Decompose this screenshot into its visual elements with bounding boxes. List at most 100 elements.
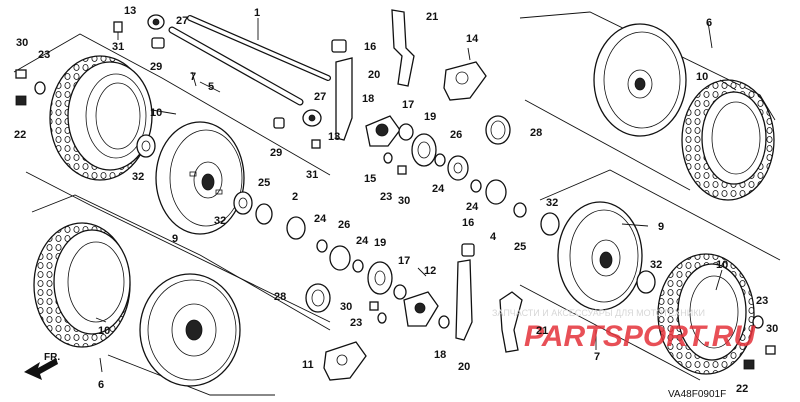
callout-30: 30	[766, 323, 778, 335]
callout-31: 31	[112, 41, 124, 53]
washer-24-right	[470, 179, 482, 193]
leader-lines	[95, 18, 737, 373]
callout-18: 18	[434, 349, 446, 361]
hub-4	[485, 179, 507, 205]
callout-26: 26	[450, 129, 462, 141]
callout-1: 1	[254, 7, 260, 19]
washer-24-lower-a	[316, 239, 328, 253]
washer-17-top	[398, 123, 414, 141]
pivot-11	[323, 341, 367, 381]
tire-lower-right	[657, 253, 755, 375]
watermark-caption: ЗАПЧАСТИ И АКСЕССУАРЫ ДЛЯ МОТОТЕХНИКИ	[492, 308, 705, 318]
tire-upper-right	[681, 79, 775, 201]
wheel-lower-right	[557, 201, 643, 311]
callout-30: 30	[16, 37, 28, 49]
bearing-32-mid-left	[233, 191, 253, 215]
callout-22: 22	[736, 383, 748, 395]
callout-11: 11	[302, 359, 314, 371]
callout-15: 15	[364, 173, 376, 185]
wheel-upper-right	[593, 23, 687, 137]
callout-32: 32	[132, 171, 144, 183]
callout-9: 9	[172, 233, 178, 245]
callout-17: 17	[402, 99, 414, 111]
callout-21: 21	[426, 11, 438, 23]
callout-31: 31	[306, 169, 318, 181]
callout-16: 16	[364, 41, 376, 53]
callout-16: 16	[462, 217, 474, 229]
callout-25: 25	[258, 177, 270, 189]
bushing-13-mid	[302, 109, 322, 127]
callout-29: 29	[270, 147, 282, 159]
callout-4: 4	[490, 231, 497, 243]
callout-20: 20	[368, 69, 380, 81]
washer-25-left	[255, 203, 273, 225]
gear-19-lower	[367, 261, 393, 295]
callout-24: 24	[432, 183, 445, 195]
callout-26: 26	[338, 219, 350, 231]
gear-19-top	[411, 133, 437, 167]
callout-23: 23	[756, 295, 768, 307]
watermark: ЗАПЧАСТИ И АКСЕССУАРЫ ДЛЯ МОТОТЕХНИКИ PA…	[492, 308, 756, 353]
ring-28-lower	[305, 283, 331, 313]
callout-23: 23	[38, 49, 50, 61]
callout-10: 10	[98, 325, 110, 337]
watermark-logo: PARTSPORT.RU	[524, 320, 756, 353]
axle-rods	[168, 15, 331, 106]
gear-26-lower	[329, 245, 351, 271]
svg-text:FR.: FR.	[44, 352, 60, 363]
callout-13: 13	[124, 5, 136, 17]
washer-23-right	[752, 315, 764, 329]
bolt-30-lower	[369, 301, 379, 311]
callout-24: 24	[356, 235, 369, 247]
bracket-21-lower	[499, 291, 523, 353]
bolt-30-center	[397, 165, 407, 175]
callout-30: 30	[340, 301, 352, 313]
callout-32: 32	[214, 215, 226, 227]
washer-18-lower	[438, 315, 450, 329]
callout-2: 2	[292, 191, 298, 203]
callout-19: 19	[374, 237, 386, 249]
bracket-20-top	[331, 39, 353, 141]
washer-24-top	[434, 153, 446, 167]
bracket-21-top	[391, 9, 415, 87]
bolt-30-left	[15, 69, 27, 79]
callout-6: 6	[706, 17, 712, 29]
callout-14: 14	[466, 33, 479, 45]
callout-10: 10	[716, 259, 728, 271]
wheel-lower-left	[139, 273, 241, 387]
callouts: 1 2 4 5 6 6 7 7 9 9 10 10 10 10 11 12 13…	[14, 5, 778, 395]
pivot-14	[443, 61, 487, 101]
bushing-13-top	[147, 14, 165, 30]
wheel-upper-left	[155, 121, 245, 235]
callout-19: 19	[424, 111, 436, 123]
bearing-32-right-a	[540, 212, 560, 236]
callout-7: 7	[190, 71, 196, 83]
callout-30: 30	[398, 195, 410, 207]
washer-23-left	[34, 81, 46, 95]
tire-upper-left	[49, 55, 153, 181]
callout-23: 23	[350, 317, 362, 329]
callout-10: 10	[696, 71, 708, 83]
clip-29-mid	[273, 117, 285, 129]
front-arrow-icon: FR.	[24, 352, 60, 380]
washer-23-lower	[377, 312, 387, 324]
callout-10: 10	[150, 107, 162, 119]
gear-12-top	[365, 115, 401, 147]
diagram-code: VA48F0901F	[668, 389, 726, 400]
callout-27: 27	[176, 15, 188, 27]
gear-26-top	[447, 155, 469, 181]
callout-20: 20	[458, 361, 470, 373]
callout-28: 28	[274, 291, 286, 303]
washer-24-lower-b	[352, 259, 364, 273]
callout-9: 9	[658, 221, 664, 233]
callout-28: 28	[530, 127, 542, 139]
callout-18: 18	[362, 93, 374, 105]
washer-17-lower	[393, 284, 407, 300]
washer-25-right	[513, 202, 527, 218]
washer-23-center	[383, 152, 393, 164]
callout-24: 24	[314, 213, 327, 225]
callout-32: 32	[650, 259, 662, 271]
bearing-32-upper-left	[136, 134, 156, 158]
callout-27: 27	[314, 91, 326, 103]
callout-13: 13	[328, 131, 340, 143]
